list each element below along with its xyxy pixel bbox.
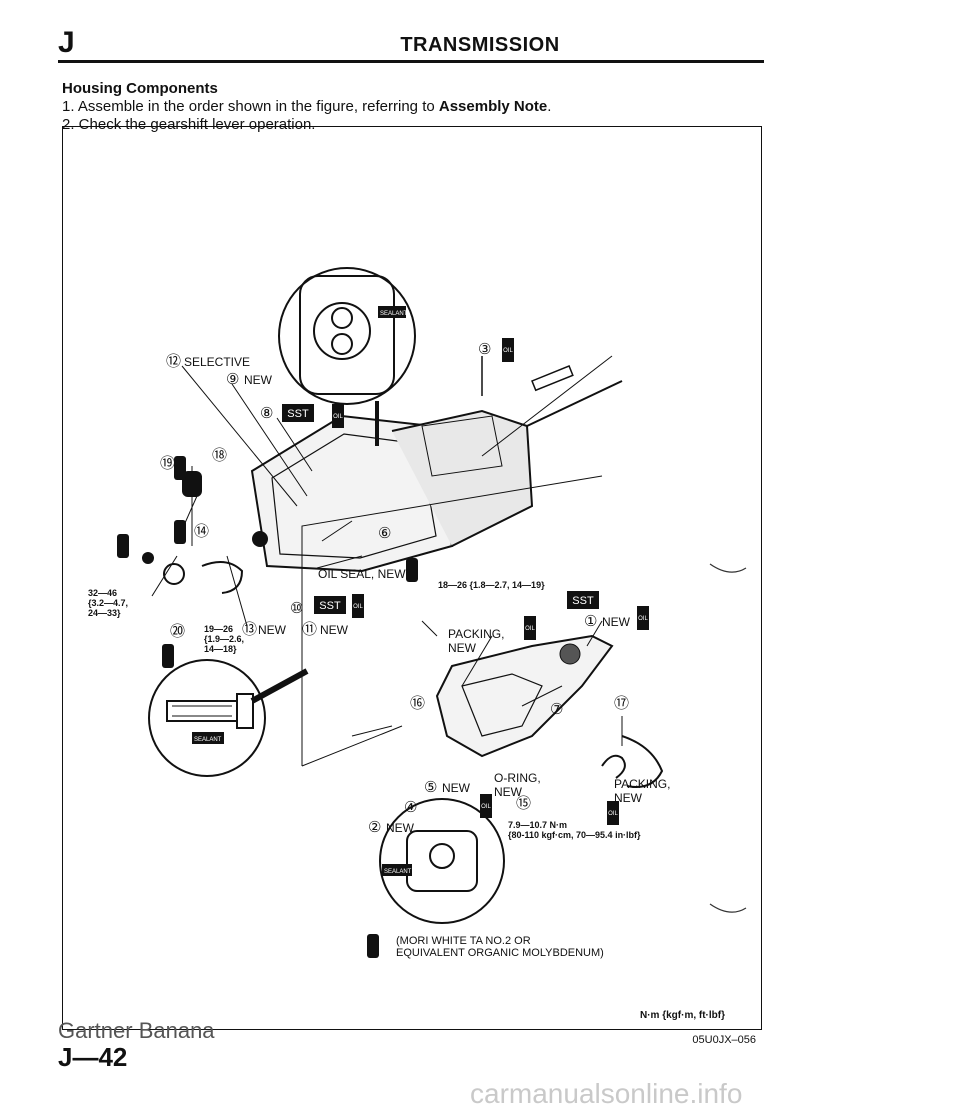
page-title: TRANSMISSION [400, 34, 560, 56]
inset-bolt-circle: SEALANT [148, 659, 309, 777]
label-packing-1b: NEW [448, 641, 477, 655]
step-1-text: 1. Assemble in the order shown in the fi… [62, 98, 439, 115]
callout-16: ⑯ [410, 695, 425, 712]
torque-4-a: 7.9—10.7 N·m [508, 820, 567, 830]
section-heading: Housing Components [62, 80, 218, 97]
callout-2: ② [368, 819, 381, 836]
label-new-13: NEW [258, 623, 287, 637]
callout-14: ⑭ [194, 523, 209, 540]
inset-rear-circle: SEALANT [379, 798, 505, 924]
torque-1-b: {3.2—4.7, [88, 598, 128, 608]
label-packing-2: PACKING, [614, 777, 670, 791]
torque-4-b: {80-110 kgf·cm, 70—95.4 in·lbf} [508, 830, 641, 840]
label-new-11: NEW [320, 623, 349, 637]
torque-3: 18—26 {1.8—2.7, 14—19} [438, 580, 545, 590]
label-packing-2b: NEW [614, 791, 643, 805]
callout-1: ① [584, 613, 597, 630]
label-new-9: NEW [244, 373, 273, 387]
oil-label-oring: OIL [481, 804, 491, 810]
oil-label-lower: OIL [353, 604, 363, 610]
label-new-5: NEW [442, 781, 471, 795]
callout-12: ⑫ [166, 353, 181, 370]
callout-5: ⑤ [424, 779, 437, 796]
step-1: 1. Assemble in the order shown in the fi… [62, 98, 551, 115]
extension-housing [435, 634, 664, 788]
inset-sealant-tag: SEALANT [380, 311, 408, 317]
callout-11: ⑪ [302, 621, 317, 638]
label-oil-seal-new: OIL SEAL, NEW [318, 567, 406, 581]
sst-label-right: SST [572, 595, 594, 607]
sst-tag-lower: SST [314, 596, 346, 614]
callout-18: ⑱ [212, 447, 227, 464]
rear-sealant-tag: SEALANT [384, 869, 412, 875]
torque-2-c: 14—18} [204, 644, 237, 654]
step-1-suffix: . [547, 98, 552, 115]
oil-can-3: OIL [502, 338, 514, 362]
callout-19: ⑲ [160, 455, 175, 472]
label-new-2: NEW [386, 821, 415, 835]
step-2: 2. Check the gearshift lever operation. [62, 116, 315, 133]
oil-can-right: OIL [637, 606, 649, 630]
shift-rod-parts [142, 471, 268, 594]
grease-bottle-icon [162, 644, 174, 668]
margin-tick [709, 563, 747, 573]
sst-label-lower: SST [319, 600, 341, 612]
oil-can-packing2: OIL [607, 801, 619, 825]
oil-can-oring: OIL [480, 794, 492, 818]
grease-bottle-icon [174, 456, 186, 480]
sst-tag-upper: SST [282, 404, 314, 422]
label-packing-1: PACKING, [448, 627, 504, 641]
footer-brand: Gartner Banana [58, 1018, 215, 1043]
site-watermark: carmanualsonline.info [470, 1078, 743, 1109]
oil-label-upper: OIL [333, 414, 343, 420]
callout-20: ⑳ [170, 623, 185, 640]
page-number: J—42 [58, 1042, 128, 1072]
label-o-ring: O-RING, [494, 771, 541, 785]
sst-label-upper: SST [287, 408, 309, 420]
torque-1-a: 32—46 [88, 588, 117, 598]
callout-4: ④ [404, 799, 417, 816]
header-rule [58, 60, 764, 63]
exploded-diagram: SEALANT SEALANT [88, 267, 747, 959]
oil-can-lower: OIL [352, 594, 364, 618]
callout-9: ⑨ [226, 371, 239, 388]
oil-label-right: OIL [638, 616, 648, 622]
figure-code: 05U0JX–056 [692, 1034, 756, 1046]
margin-tick [709, 903, 747, 913]
callout-15: ⑮ [516, 795, 531, 812]
label-o-ring-b: NEW [494, 785, 523, 799]
torque-1-c: 24—33} [88, 608, 121, 618]
callout-13: ⑬ [242, 621, 257, 638]
grease-bottle-icon [406, 558, 418, 582]
label-selective: SELECTIVE [184, 355, 250, 369]
assembly-note-link: Assembly Note [438, 98, 548, 115]
callout-17: ⑰ [614, 695, 629, 712]
oil-label-packing: OIL [525, 626, 535, 632]
callout-8: ⑧ [260, 405, 273, 422]
leader-lines [151, 355, 623, 767]
callout-3: ③ [478, 341, 491, 358]
callout-7: ⑦ [550, 701, 563, 718]
section-letter: J [58, 26, 75, 59]
sst-tag-right: SST [567, 591, 599, 609]
grease-note-1: (MORI WHITE TA NO.2 OR [396, 935, 531, 947]
torque-2-a: 19—26 [204, 624, 233, 634]
grease-bottle-icon [117, 534, 129, 558]
step-2-text: 2. Check the gearshift lever operation. [62, 116, 316, 133]
inset-top-circle: SEALANT [278, 267, 416, 405]
grease-bottle-icon [367, 934, 379, 958]
label-new-1: NEW [602, 615, 631, 629]
grease-bottle-icon [174, 520, 186, 544]
oil-can-packing: OIL [524, 616, 536, 640]
figure-frame [62, 126, 762, 1030]
grease-note-2: EQUIVALENT ORGANIC MOLYBDENUM) [396, 947, 604, 959]
torque-2-b: {1.9—2.6, [204, 634, 244, 644]
oil-can-upper: OIL [332, 404, 344, 428]
bolt-sealant-tag: SEALANT [194, 737, 222, 743]
callout-6: ⑥ [378, 525, 391, 542]
oil-label-3: OIL [503, 348, 513, 354]
callout-10: ⑩ [290, 600, 303, 617]
unit-note: N·m {kgf·m, ft·lbf} [640, 1010, 725, 1021]
oil-label-packing2: OIL [608, 811, 618, 817]
